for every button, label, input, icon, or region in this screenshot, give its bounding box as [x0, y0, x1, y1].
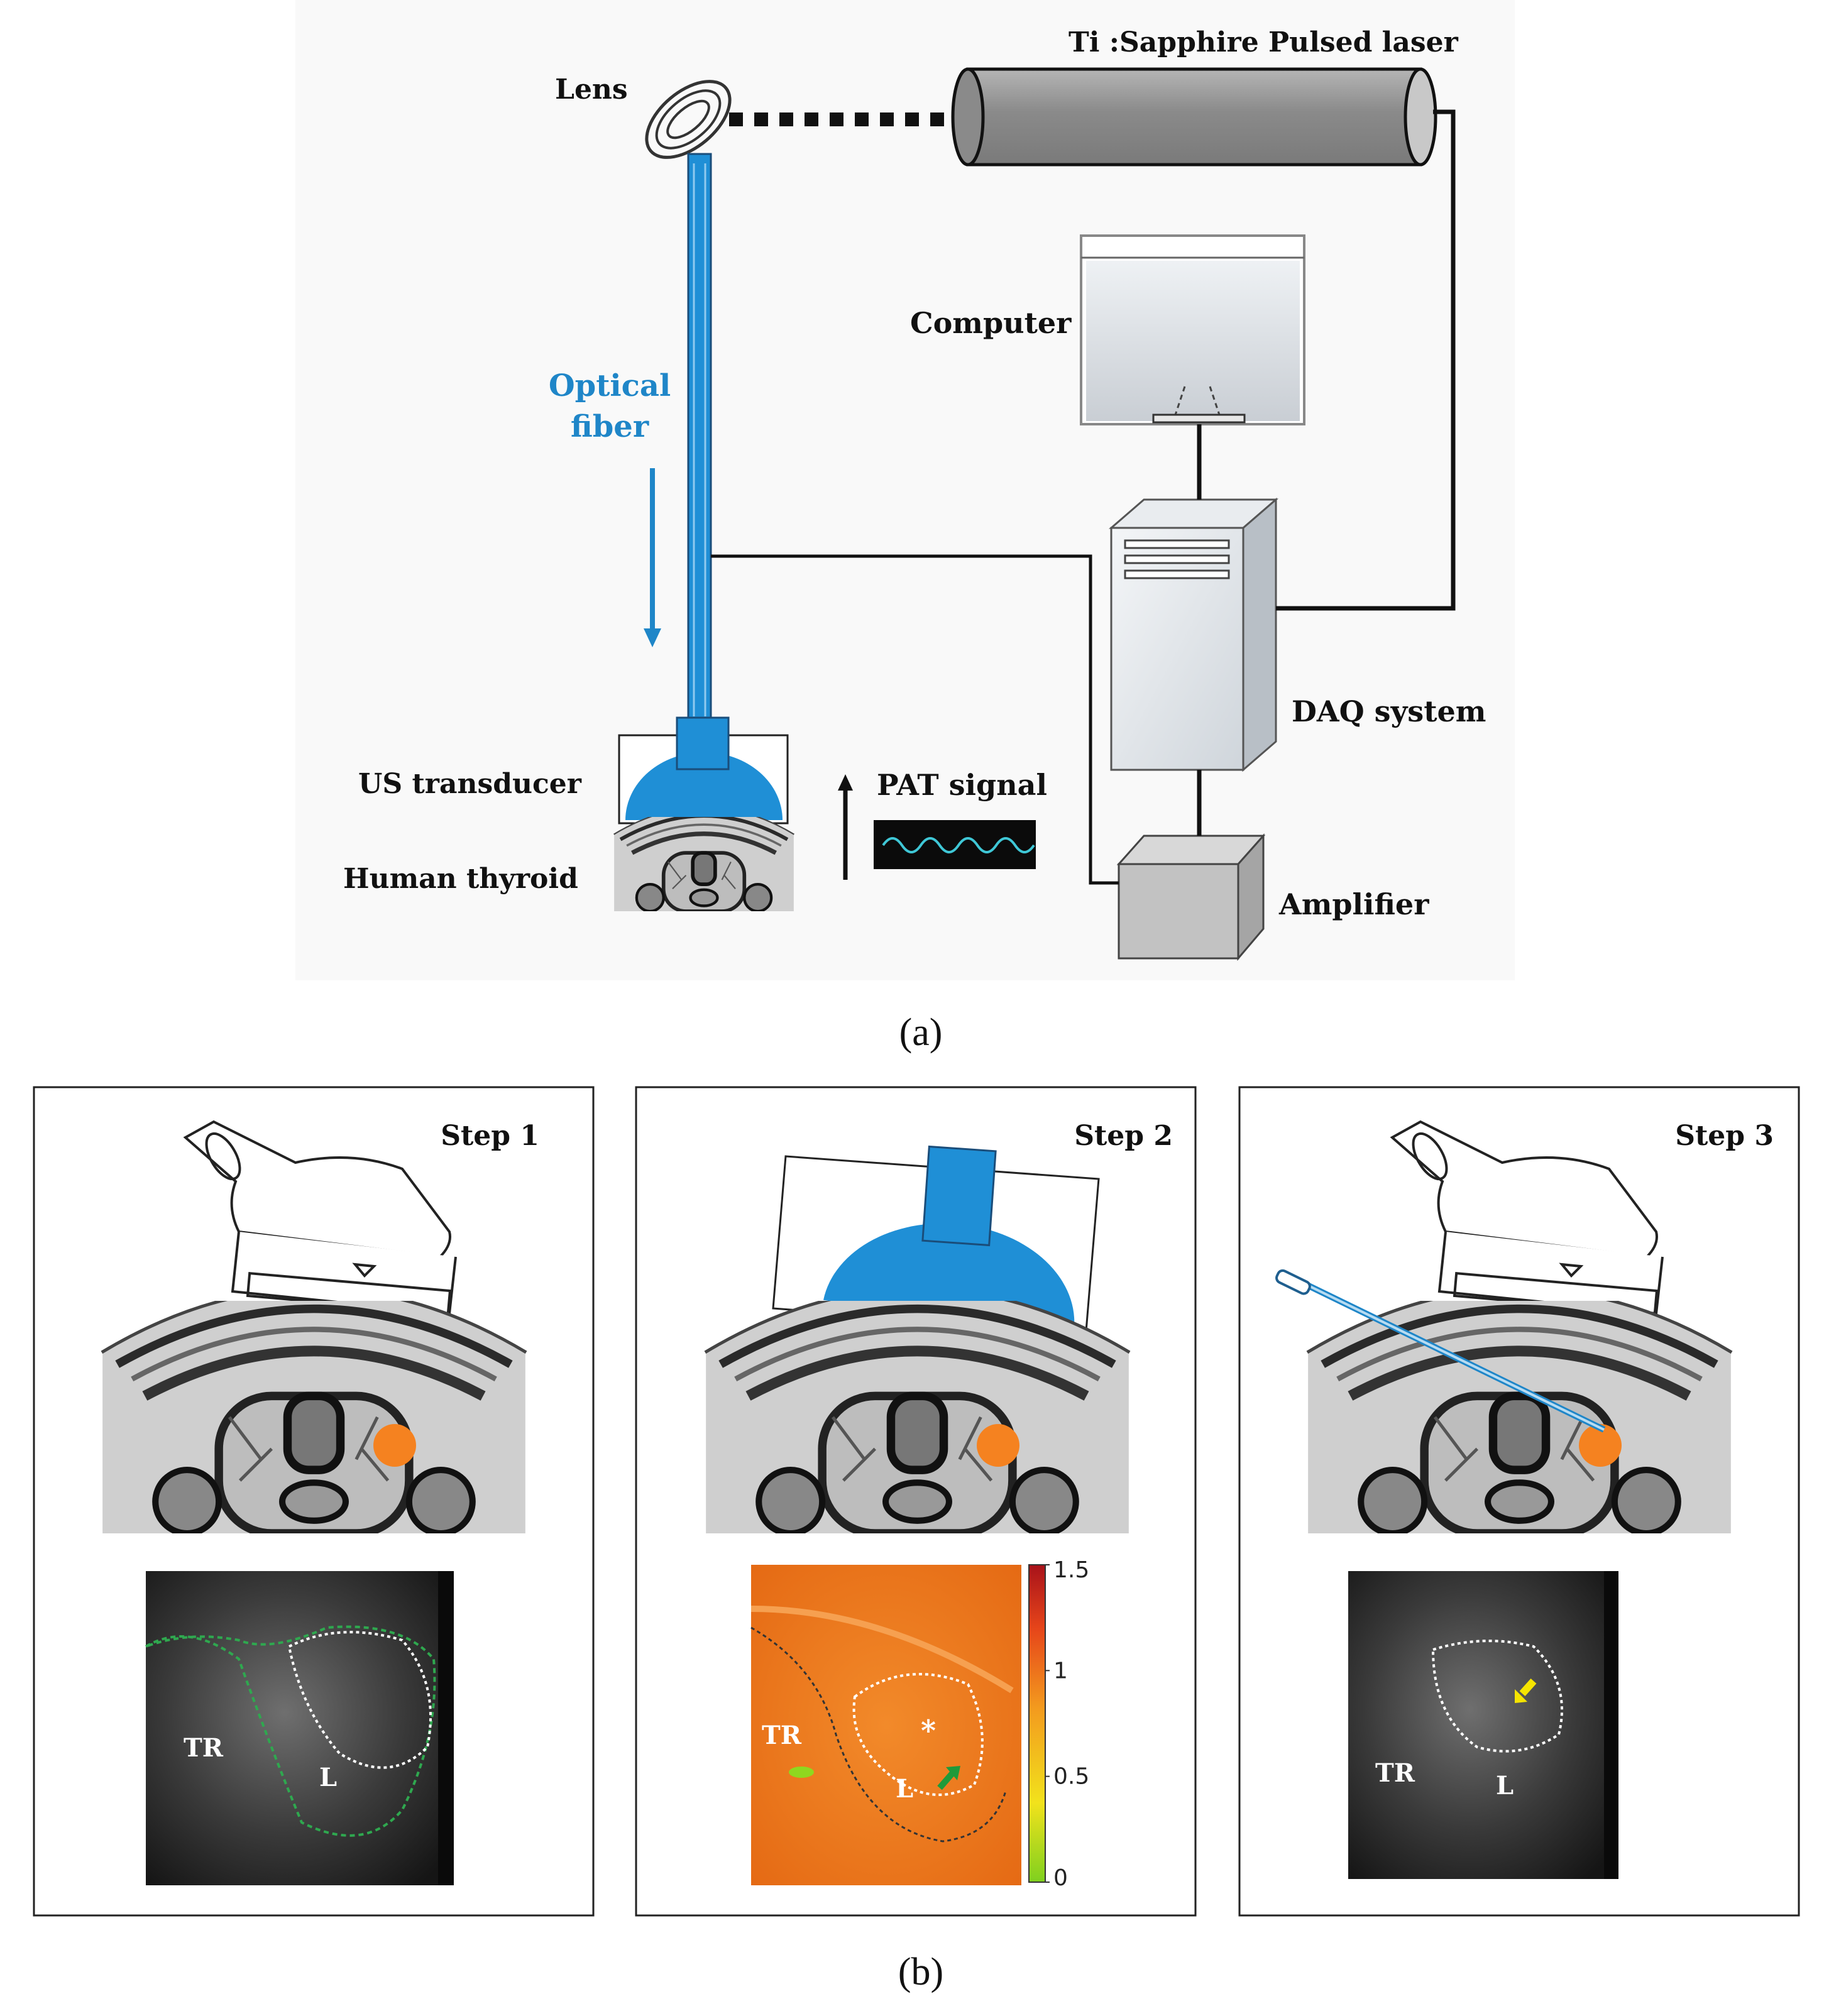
daq-system-label: DAQ system — [1292, 694, 1486, 728]
optical-fiber — [687, 153, 712, 721]
step2-colorbar: 1.5 1 0.5 0 — [1028, 1557, 1089, 1891]
step1-ultrasound-image: TR L — [145, 1571, 454, 1885]
step2-tr-label: TR — [762, 1721, 802, 1750]
us-transducer-label: US transducer — [358, 768, 582, 800]
panel-b: Step 1 Step 2 Step 3 TR L — [33, 1086, 1800, 1993]
step3-neck-cross-section — [1308, 1290, 1731, 1533]
step3-title: Step 3 — [1675, 1120, 1774, 1152]
step1-tr-label: TR — [184, 1733, 224, 1763]
optical-fiber-label-1: Optical — [549, 368, 671, 403]
lens-label: Lens — [555, 74, 628, 106]
colorbar-tick-label: 0.5 — [1053, 1764, 1089, 1790]
pat-signal-waveform — [874, 820, 1036, 869]
panel-b-caption: (b) — [898, 1951, 943, 1993]
step1-neck-cross-section — [102, 1290, 525, 1533]
colorbar-tick-label: 1.5 — [1053, 1557, 1089, 1583]
lens-icon — [645, 80, 732, 159]
amplifier-icon — [1116, 833, 1266, 961]
laser-icon — [951, 67, 1437, 167]
colorbar-tick-label: 0 — [1053, 1865, 1068, 1891]
step1-thyroid-outline — [145, 1625, 436, 1837]
connection-wires — [711, 109, 1456, 885]
panel-a-caption: (a) — [899, 1011, 943, 1054]
step2-l-label: L — [896, 1774, 913, 1804]
step3-tr-label: TR — [1375, 1758, 1415, 1788]
human-thyroid-label: Human thyroid — [343, 863, 578, 895]
step1-l-label: L — [319, 1763, 337, 1792]
step3-nodule — [1579, 1424, 1622, 1467]
step1-nodule — [373, 1424, 416, 1467]
step2-nodule — [977, 1424, 1019, 1467]
step2-title: Step 2 — [1074, 1120, 1173, 1152]
step1-title: Step 1 — [441, 1120, 539, 1152]
yellow-arrow-icon — [1515, 1678, 1537, 1703]
step3-l-label: L — [1496, 1771, 1514, 1800]
step3-ultrasound-image: TR L — [1348, 1571, 1618, 1879]
colorbar-tick-label: 1 — [1053, 1658, 1068, 1684]
step1-us-probe-icon — [183, 1120, 457, 1315]
down-arrow-icon — [644, 468, 661, 647]
step3-us-probe-icon — [1390, 1120, 1664, 1315]
us-transducer-icon — [618, 716, 789, 824]
up-arrow-icon — [838, 774, 853, 880]
step3-nodule-outline — [1431, 1640, 1563, 1753]
step3-ablation-needle-icon — [1275, 1269, 1606, 1433]
computer-icon — [1080, 234, 1305, 425]
daq-system-icon — [1108, 497, 1279, 772]
computer-label: Computer — [910, 306, 1072, 340]
panel-a: Ti :Sapphire Pulsed laser Lens Optical f… — [295, 0, 1515, 1054]
human-thyroid-image — [614, 808, 794, 911]
green-arrow-icon — [937, 1766, 960, 1790]
step2-pat-map-image: TR L * — [750, 1565, 1021, 1885]
pat-signal-label: PAT signal — [877, 768, 1047, 802]
step2-asterisk: * — [921, 1714, 936, 1748]
optical-fiber-label-2: fiber — [571, 409, 649, 444]
step2-neck-cross-section — [706, 1290, 1129, 1533]
laser-label: Ti :Sapphire Pulsed laser — [1069, 26, 1459, 58]
amplifier-label: Amplifier — [1278, 887, 1429, 921]
step1-nodule-outline — [287, 1631, 432, 1769]
step2-nodule-outline — [852, 1673, 984, 1796]
